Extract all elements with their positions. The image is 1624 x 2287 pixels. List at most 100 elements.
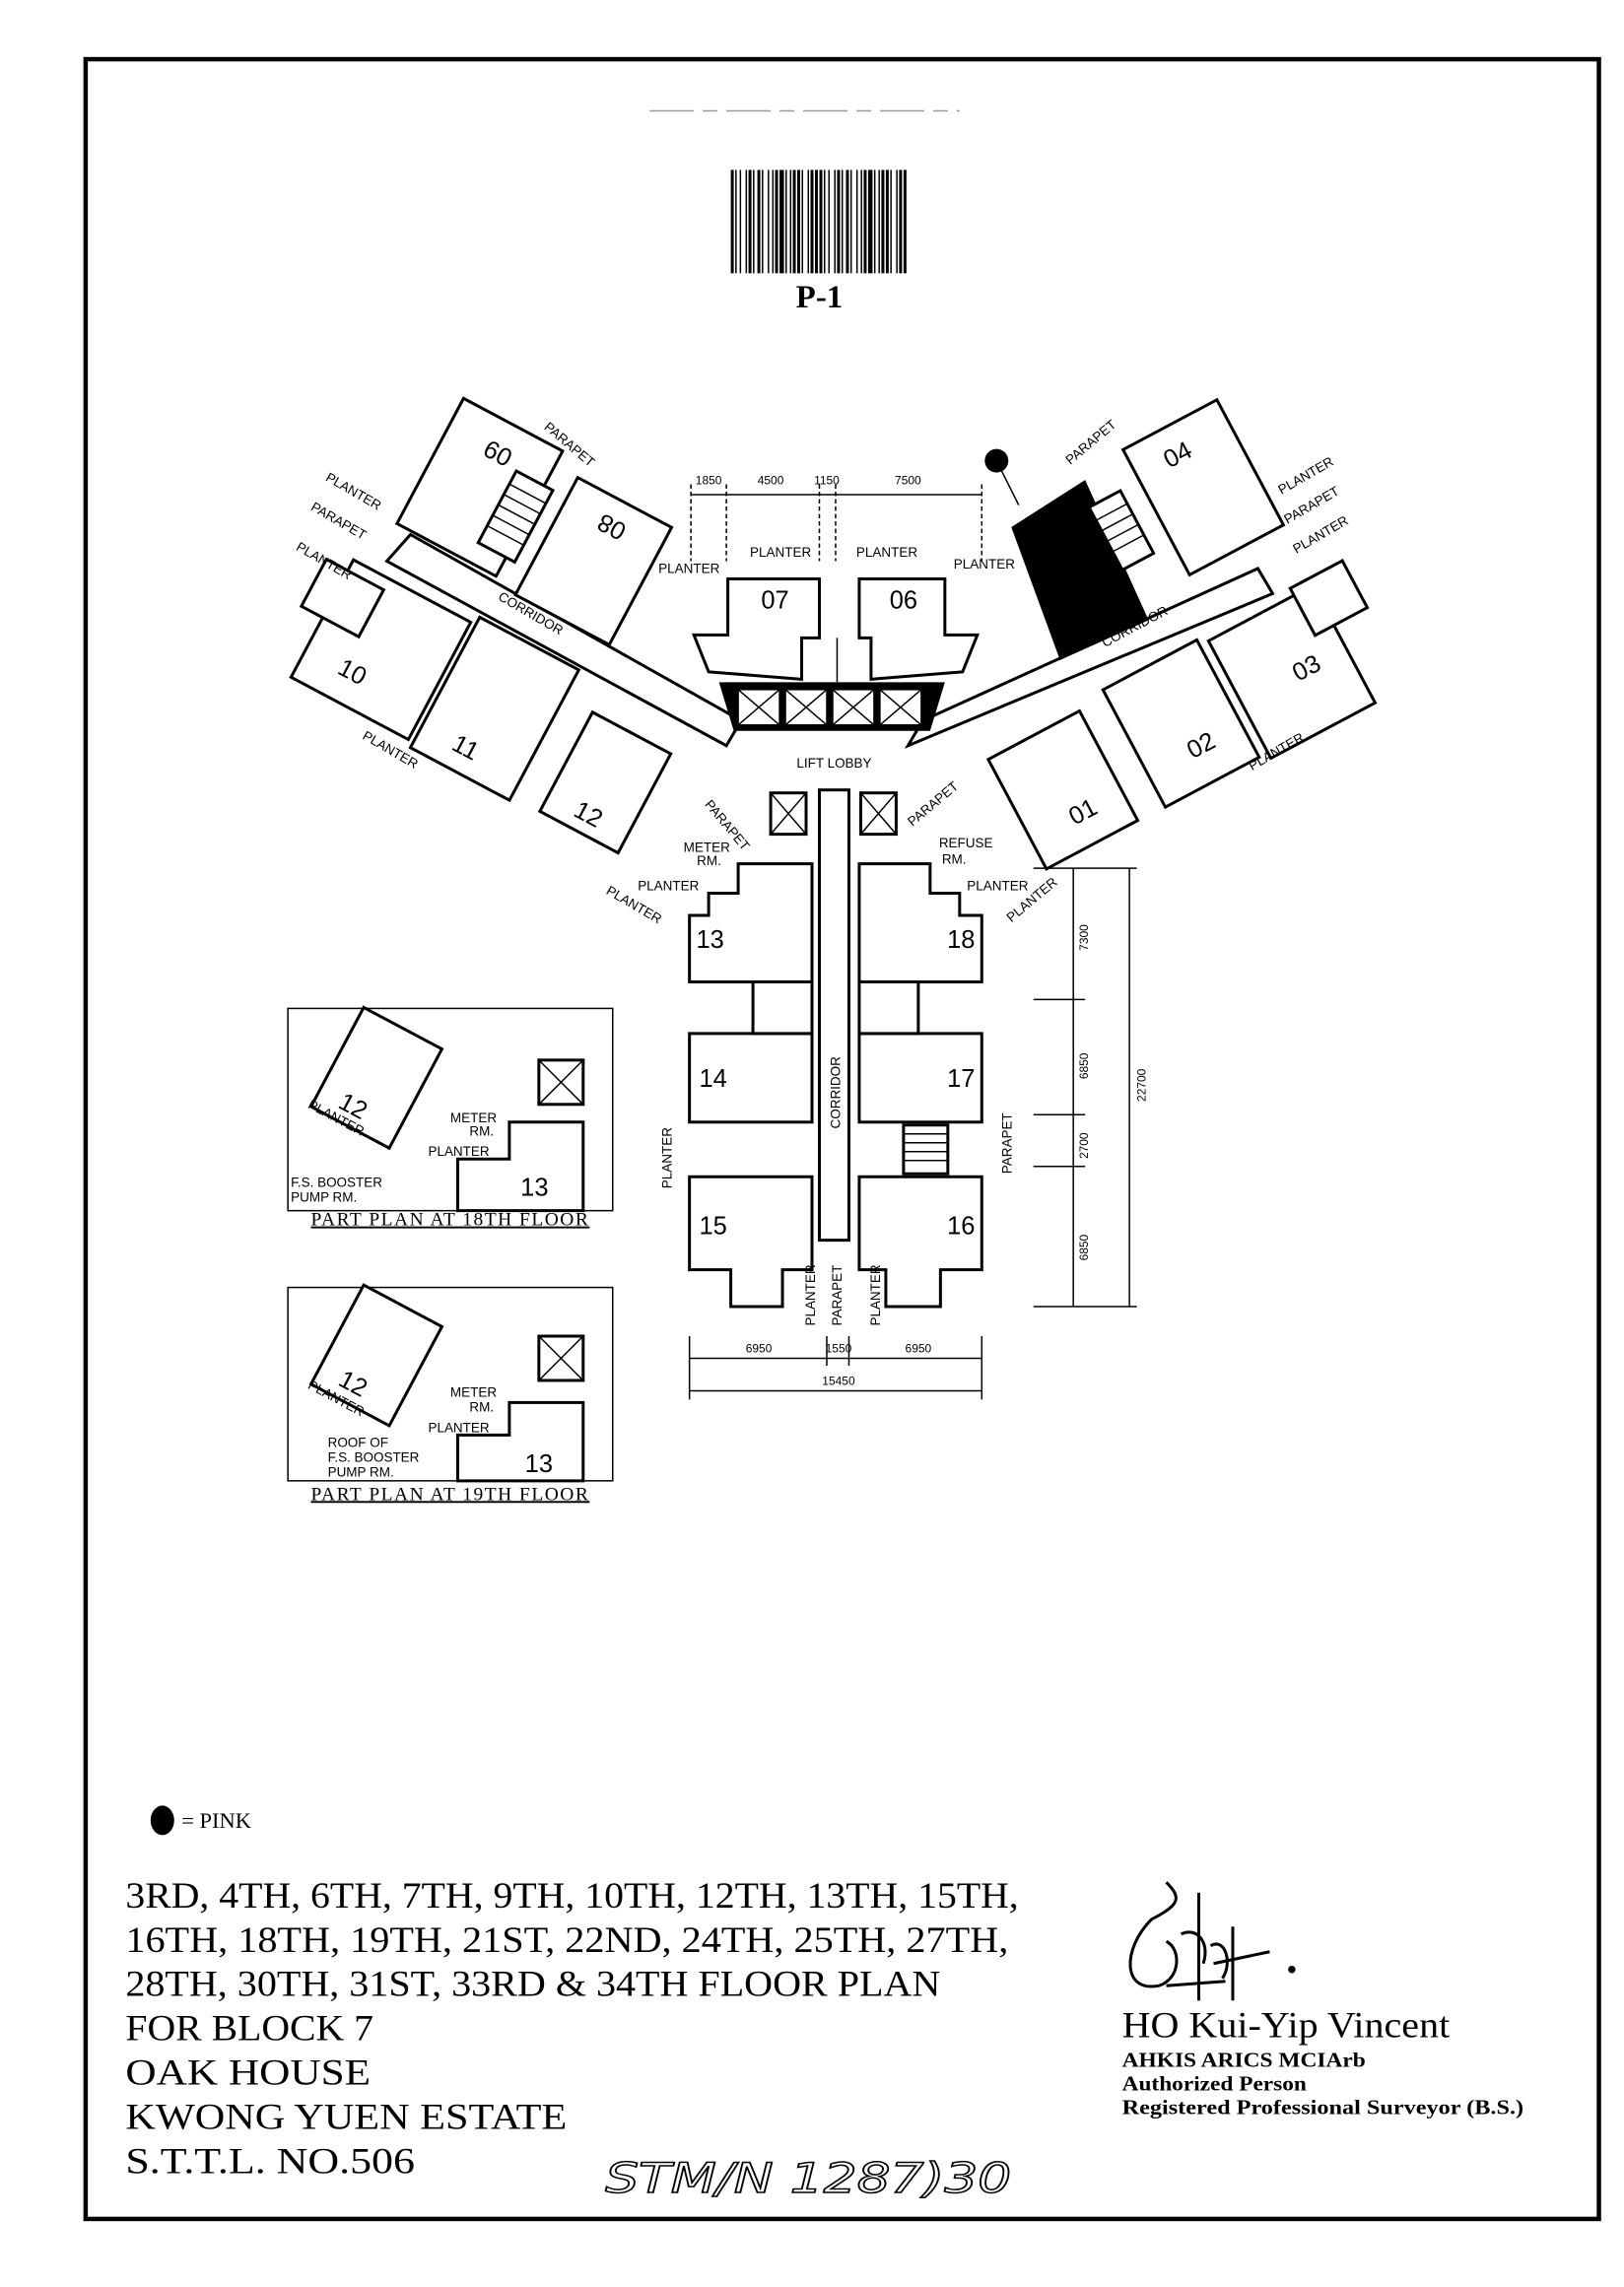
- svg-text:PLANTER: PLANTER: [750, 545, 811, 560]
- barcode-bar: [792, 169, 796, 274]
- lift-cross: [832, 689, 875, 726]
- svg-text:PUMP RM.: PUMP RM.: [291, 1190, 357, 1205]
- barcode-bar: [855, 169, 858, 274]
- svg-text:PARAPET: PARAPET: [999, 1112, 1014, 1174]
- bottom-dimensions: 6950 1550 6950 15450: [688, 1336, 983, 1400]
- svg-text:PLANTER: PLANTER: [660, 1127, 675, 1188]
- part-plan-caption: PART PLAN AT 19TH FLOOR: [311, 1484, 590, 1505]
- svg-text:ROOF OF: ROOF OF: [328, 1435, 388, 1449]
- pink-area-block: [1011, 480, 1149, 660]
- svg-text:2700: 2700: [1077, 1132, 1091, 1159]
- svg-text:METER: METER: [450, 1384, 497, 1399]
- svg-text:07: 07: [761, 586, 788, 614]
- svg-text:F.S. BOOSTER: F.S. BOOSTER: [291, 1176, 382, 1190]
- barcode-bar: [881, 169, 885, 274]
- barcode-bar: [885, 169, 889, 274]
- svg-text:PLANTER: PLANTER: [868, 1264, 883, 1325]
- legend-label: = PINK: [181, 1808, 251, 1833]
- barcode-bar: [753, 169, 755, 274]
- svg-text:6850: 6850: [1077, 1234, 1091, 1260]
- barcode-bar: [899, 169, 903, 274]
- unit-12: 12: [537, 709, 673, 855]
- stair: [476, 468, 556, 565]
- stem-corridor: [817, 788, 850, 1243]
- svg-text:1550: 1550: [826, 1341, 852, 1355]
- svg-text:22700: 22700: [1135, 1068, 1149, 1102]
- svg-text:13: 13: [520, 1175, 548, 1202]
- svg-text:6950: 6950: [906, 1341, 932, 1355]
- signatory-role: Authorized Person: [1122, 2072, 1308, 2096]
- barcode-bar: [837, 169, 841, 274]
- svg-text:F.S. BOOSTER: F.S. BOOSTER: [328, 1449, 420, 1464]
- barcode-bar: [878, 169, 880, 274]
- unit-15: 15: [688, 1175, 814, 1309]
- unit-17: 17: [857, 1032, 983, 1124]
- legend: = PINK: [150, 1805, 251, 1836]
- svg-text:PLANTER: PLANTER: [967, 879, 1028, 894]
- barcode-bar: [772, 169, 775, 274]
- title-line: 16TH, 18TH, 19TH, 21ST, 22ND, 24TH, 25TH…: [125, 1920, 1008, 1961]
- lift-car: [858, 791, 898, 837]
- svg-text:PLANTER: PLANTER: [428, 1420, 489, 1435]
- svg-text:06: 06: [890, 586, 917, 614]
- top-dimensions: 1850 4500 1150 7500: [690, 474, 983, 562]
- svg-text:14: 14: [699, 1065, 726, 1093]
- barcode-bar: [860, 169, 862, 274]
- unit-balcony: [299, 557, 386, 639]
- barcode-bar: [789, 169, 792, 274]
- barcode-bar: [801, 169, 804, 274]
- stair: [1087, 488, 1156, 572]
- barcode-bar: [768, 169, 770, 274]
- signatory-credentials: AHKIS ARICS MCIArb: [1122, 2049, 1366, 2072]
- svg-text:PARAPET: PARAPET: [308, 500, 369, 543]
- barcode-bar: [779, 169, 784, 274]
- barcode-bar: [867, 169, 873, 274]
- unit-11: 11: [408, 615, 581, 803]
- dim-label: 1150: [814, 474, 840, 488]
- pink-legend-marker: [984, 448, 1009, 473]
- svg-text:13: 13: [696, 926, 723, 954]
- unit-04: 04: [1120, 397, 1286, 577]
- title-line: 3RD, 4TH, 6TH, 7TH, 9TH, 10TH, 12TH, 13T…: [125, 1876, 1018, 1917]
- left-wing: CORRIDOR 09 08 10 11 12: [289, 396, 744, 855]
- lift-cross: [879, 689, 922, 726]
- svg-text:PLANTER: PLANTER: [856, 545, 917, 560]
- signatory-role: Registered Professional Surveyor (B.S.): [1122, 2096, 1524, 2119]
- title-line: FOR BLOCK 7: [125, 2009, 373, 2050]
- svg-text:PLANTER: PLANTER: [428, 1144, 489, 1159]
- right-dimensions: 7300 6850 2700 6850 22700: [1033, 867, 1149, 1308]
- svg-text:PLANTER: PLANTER: [658, 561, 719, 575]
- barcode-bar: [745, 169, 748, 274]
- unit-06: 06: [857, 576, 981, 681]
- title-line: OAK HOUSE: [125, 2053, 371, 2094]
- barcode-bar: [849, 169, 852, 274]
- svg-text:RM.: RM.: [942, 852, 967, 867]
- lift-cross: [784, 689, 828, 726]
- stair: [902, 1123, 950, 1176]
- unit-16: 16: [857, 1175, 983, 1309]
- barcode-bar: [797, 169, 801, 274]
- dim-label: 4500: [758, 474, 784, 488]
- barcode-bar: [748, 169, 752, 274]
- handwritten-reference: STM/N 1287)30: [605, 2154, 1011, 2202]
- svg-text:6850: 6850: [1077, 1052, 1091, 1079]
- svg-text:16: 16: [947, 1213, 975, 1241]
- lift-bank: [718, 682, 945, 731]
- svg-text:PLANTER: PLANTER: [638, 879, 699, 894]
- svg-text:PUMP RM.: PUMP RM.: [328, 1464, 394, 1479]
- dim-label: 1850: [696, 474, 722, 488]
- unit-balcony: [1288, 559, 1370, 638]
- barcode-bar: [762, 169, 764, 274]
- svg-text:17: 17: [947, 1065, 975, 1093]
- barcode-bar: [807, 169, 810, 274]
- barcode-bar: [873, 169, 876, 274]
- barcode-bar: [823, 169, 826, 274]
- barcode-bar: [730, 169, 734, 274]
- barcode-bar: [810, 169, 814, 274]
- svg-text:13: 13: [525, 1450, 553, 1478]
- barcode-bar: [896, 169, 898, 274]
- part-plan-19th-floor: 12 13 PLANTER METER RM. PLANTER ROOF OF …: [287, 1283, 614, 1505]
- unit-18: 18: [857, 862, 983, 983]
- barcode-bar: [841, 169, 844, 274]
